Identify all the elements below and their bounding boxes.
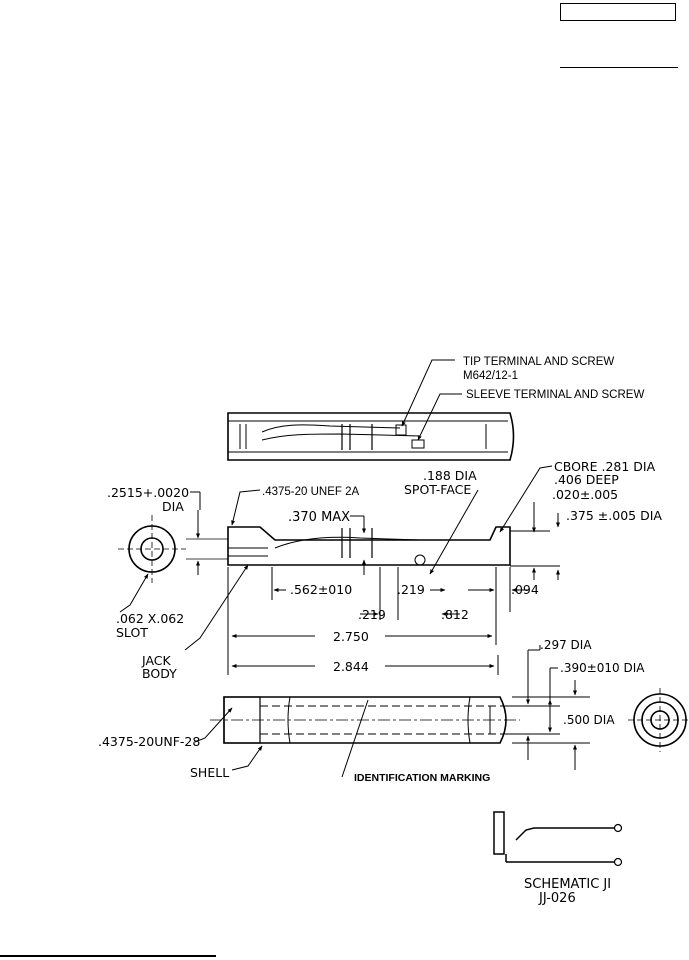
dimension-labels: .562±010 .219 .219 .812 .094 2.750 2.844 [290,582,539,674]
dia-500-label: .500 DIA [563,713,615,727]
identification-label: IDENTIFICATION MARKING [354,772,490,784]
dim-562: .562±010 [290,582,352,597]
dia-2515-unit: DIA [162,499,184,514]
tip-part-number: M642/12-1 [463,370,518,382]
cbore-label: CBORE .281 DIA [554,459,656,474]
dia-375-label: .375 ±.005 DIA [566,508,662,523]
top-view [227,412,515,461]
shell-view [210,696,520,744]
dim-094: .094 [511,582,539,597]
max-370-label: .370 MAX [288,510,350,525]
schematic-title: SCHEMATIC JI [524,877,611,892]
cbore-deep-label: .406 DEEP [554,472,619,487]
spot-face-dia-label: .188 DIA [423,468,477,483]
dia-2515-label: .2515+.0020 [107,485,189,500]
dia-297-label: .297 DIA [540,638,592,652]
dia-390-label: .390±010 DIA [560,661,645,675]
callout-labels: TIP TERMINAL AND SCREW M642/12-1 SLEEVE … [98,356,662,784]
slot-size-label: .062 X.062 [116,611,184,626]
tip-terminal-label: TIP TERMINAL AND SCREW [463,356,614,368]
dim-219-a: .219 [358,607,386,622]
dimension-lines [119,359,590,778]
header-underline [560,67,678,68]
dim-219-b: .219 [397,582,425,597]
spot-face-label: SPOT-FACE [404,482,471,497]
schematic-labels: SCHEMATIC JI JJ-026 [524,877,611,906]
schematic-part: JJ-026 [538,891,576,906]
shell-label: SHELL [190,765,229,780]
footer-rule [0,955,216,957]
sleeve-terminal-label: SLEEVE TERMINAL AND SCREW [466,389,644,401]
dim-812: .812 [441,607,469,622]
shell-end-view [628,688,689,752]
page-number-box [560,3,676,21]
body-label: BODY [142,666,177,681]
tol-020-label: .020±.005 [552,487,618,502]
schematic-symbol [493,811,623,867]
unf-thread-label: .4375-20UNF-28 [98,734,200,749]
slot-label: SLOT [116,625,148,640]
unef-thread-label: .4375-20 UNEF 2A [262,486,359,498]
side-view [227,526,511,566]
jack-end-view [118,515,228,583]
dim-2750: 2.750 [333,629,369,644]
jack-label: JACK [141,653,172,668]
dim-2844: 2.844 [333,659,369,674]
